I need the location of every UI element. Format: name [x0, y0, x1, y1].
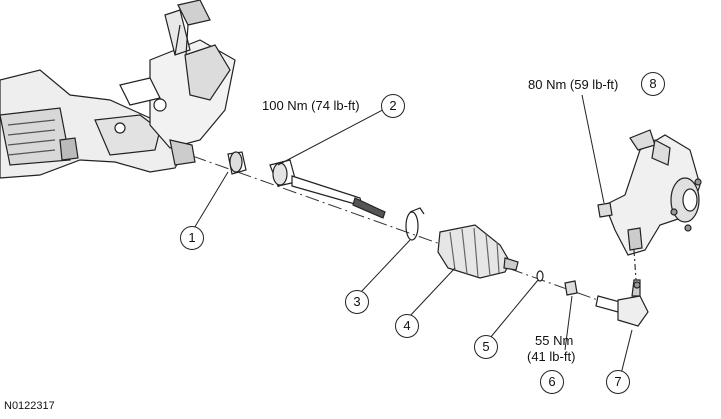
callout-4: 4 — [395, 314, 419, 338]
torque-label-item-6-line2: (41 lb-ft) — [527, 349, 576, 364]
torque-label-item-6-line1: 55 Nm — [535, 333, 574, 348]
leader-2 — [277, 104, 393, 166]
leader-8 — [581, 94, 605, 204]
leader-1 — [192, 171, 229, 231]
callout-3: 3 — [345, 290, 369, 314]
part-4-boot — [437, 224, 519, 279]
part-6-jam-nut — [564, 280, 578, 296]
leader-3 — [359, 239, 411, 294]
callout-1: 1 — [180, 226, 204, 250]
leader-4 — [407, 267, 456, 319]
callout-2: 2 — [381, 94, 405, 118]
part-5-clamp — [536, 270, 544, 282]
part-7-outer-tie-rod-end — [595, 279, 649, 327]
document-id: N0122317 — [4, 400, 55, 412]
torque-label-item-2: 100 Nm (74 lb-ft) — [262, 98, 360, 113]
part-8-nut — [597, 202, 613, 218]
torque-label-item-8: 80 Nm (59 lb-ft) — [528, 77, 619, 92]
part-3-clamp — [405, 207, 425, 241]
leader-6 — [564, 295, 573, 351]
callout-5: 5 — [474, 335, 498, 359]
leader-5 — [489, 279, 539, 339]
callout-6: 6 — [540, 370, 564, 394]
callout-7: 7 — [606, 370, 630, 394]
part-1-bushing — [227, 151, 247, 175]
steering-gear-assembly-icon — [0, 0, 236, 179]
assembly-axis-line — [169, 147, 641, 316]
callout-8: 8 — [641, 72, 665, 96]
steering-knuckle-hub-icon — [604, 129, 702, 281]
part-2-inner-tie-rod — [269, 159, 386, 219]
